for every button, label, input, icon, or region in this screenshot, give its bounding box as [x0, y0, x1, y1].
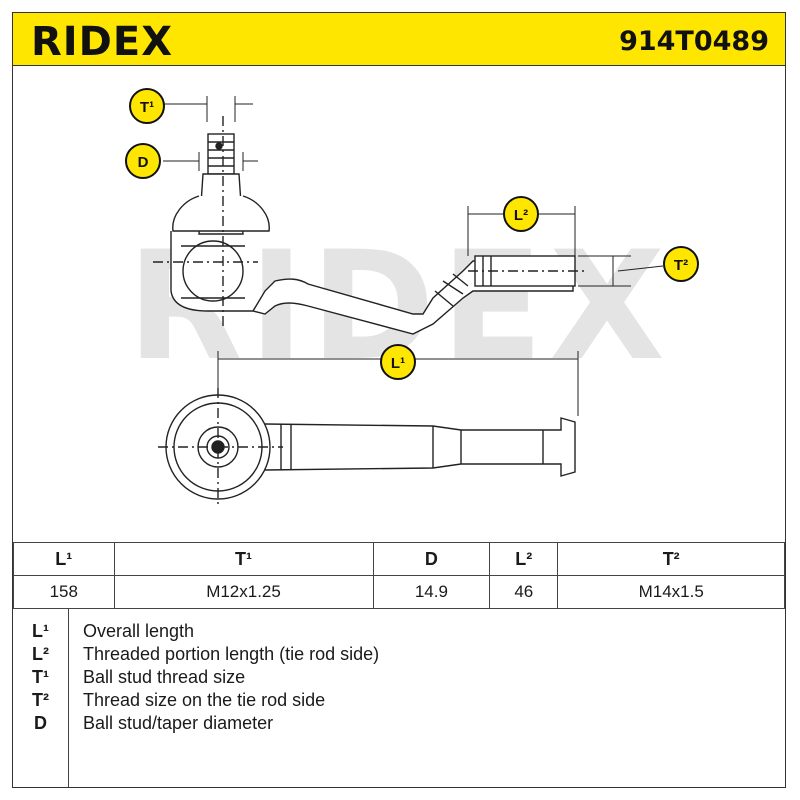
spec-table: L¹ T¹ D L² T² 158 M12x1.25 14.9 46 M14x1…: [13, 542, 785, 609]
legend-code: D: [34, 713, 47, 733]
spec-value-cell: 158: [13, 575, 115, 609]
legend-code: L²: [32, 644, 49, 664]
legend-item: T² Thread size on the tie rod side: [13, 690, 785, 713]
badge-l2: L²: [503, 196, 539, 232]
legend-item: D Ball stud/taper diameter: [13, 713, 785, 736]
spec-header-cell: D: [372, 542, 491, 576]
legend-divider: [68, 609, 69, 787]
legend-code: T¹: [32, 667, 49, 687]
outer-frame: [12, 12, 786, 788]
legend-item: T¹ Ball stud thread size: [13, 667, 785, 690]
part-number: 914T0489: [619, 26, 769, 57]
svg-text:T¹: T¹: [140, 99, 154, 116]
legend-desc: Ball stud/taper diameter: [83, 713, 274, 733]
legend-item: L¹ Overall length: [13, 621, 785, 644]
spec-value-cell: M14x1.5: [557, 575, 785, 609]
badge-l1: L¹: [380, 344, 416, 380]
spec-value-cell: M12x1.25: [113, 575, 374, 609]
legend-item: L² Threaded portion length (tie rod side…: [13, 644, 785, 667]
header-bar: RIDEX 914T0489: [13, 13, 785, 66]
top-view: [158, 388, 576, 506]
badge-t1: T¹: [129, 88, 165, 124]
legend-code: L¹: [32, 621, 49, 641]
spec-header-cell: L²: [489, 542, 559, 576]
spec-value-row: 158 M12x1.25 14.9 46 M14x1.5: [13, 575, 785, 609]
legend-desc: Thread size on the tie rod side: [83, 690, 326, 710]
spec-header-cell: L¹: [13, 542, 115, 576]
legend: L¹ Overall length L² Threaded portion le…: [13, 608, 785, 787]
svg-text:D: D: [138, 154, 149, 171]
legend-desc: Overall length: [83, 621, 195, 641]
side-view: [153, 116, 588, 335]
svg-text:T²: T²: [674, 257, 688, 274]
spec-header-cell: T¹: [113, 542, 374, 576]
technical-drawing: RIDEX: [13, 66, 785, 542]
badge-t2: T²: [663, 246, 699, 282]
badge-d: D: [125, 143, 161, 179]
spec-value-cell: 46: [489, 575, 559, 609]
spec-value-cell: 14.9: [372, 575, 491, 609]
brand-logo: RIDEX: [31, 19, 174, 65]
tie-rod-end-drawing: RIDEX: [125, 88, 699, 506]
legend-desc: Threaded portion length (tie rod side): [83, 644, 380, 664]
spec-header-row: L¹ T¹ D L² T²: [13, 542, 785, 576]
legend-code: T²: [32, 690, 49, 710]
svg-text:L²: L²: [514, 207, 528, 224]
spec-header-cell: T²: [557, 542, 785, 576]
legend-desc: Ball stud thread size: [83, 667, 246, 687]
svg-text:L¹: L¹: [391, 355, 405, 372]
